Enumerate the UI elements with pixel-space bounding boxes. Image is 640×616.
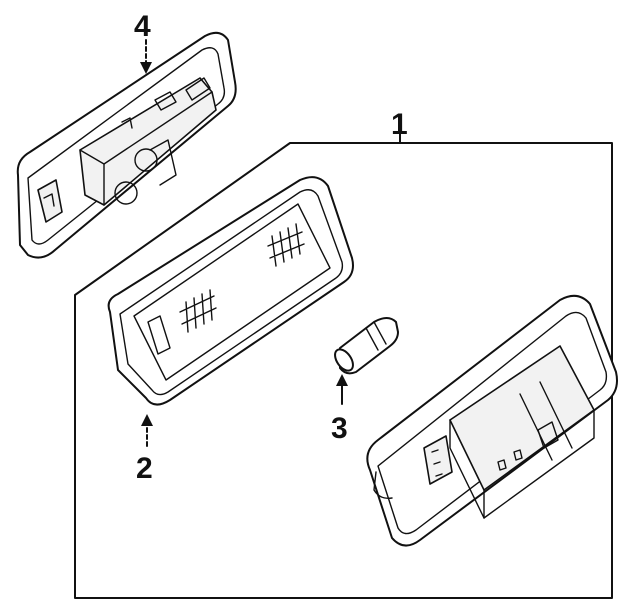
leader-arrow-2: [141, 414, 153, 447]
bulb-part-3: [334, 317, 399, 375]
callout-3: 3: [331, 412, 348, 445]
assembly-bracket: [74, 133, 613, 599]
leader-arrow-4: [140, 39, 152, 74]
callout-4: 4: [134, 10, 151, 43]
callout-2: 2: [136, 452, 153, 485]
lamp-base: [366, 294, 618, 547]
lamp-housing-part-4: [16, 31, 237, 259]
lens-part-2: [107, 176, 354, 406]
leader-arrow-3: [336, 374, 348, 405]
callout-1: 1: [391, 108, 408, 141]
